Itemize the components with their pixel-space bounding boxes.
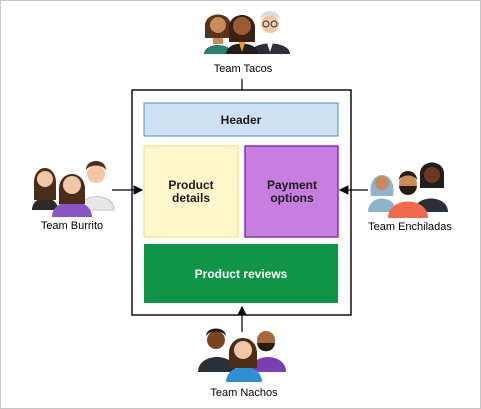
header-label: Header: [221, 113, 262, 127]
team-burrito-people: [32, 161, 115, 217]
header-region: [143, 102, 339, 137]
product-details-label-line1: Product: [168, 178, 213, 192]
team-burrito-label: Team Burrito: [41, 220, 103, 232]
team-tacos-label: Team Tacos: [214, 63, 273, 75]
team-nachos-label: Team Nachos: [210, 387, 278, 399]
team-enchiladas-label: Team Enchiladas: [368, 221, 452, 233]
payment-options-label-line2: options: [270, 191, 314, 205]
team-enchiladas-people: [368, 162, 448, 218]
payment-options-label-line1: Payment: [267, 178, 317, 192]
product-details-label-line2: details: [172, 191, 210, 205]
product-reviews-region: [144, 244, 338, 303]
product-reviews-label: Product reviews: [195, 267, 288, 281]
team-tacos-people: [204, 11, 290, 54]
product-details-region: [143, 145, 239, 238]
team-nachos-people: [198, 328, 286, 382]
payment-options-region: [244, 145, 339, 238]
